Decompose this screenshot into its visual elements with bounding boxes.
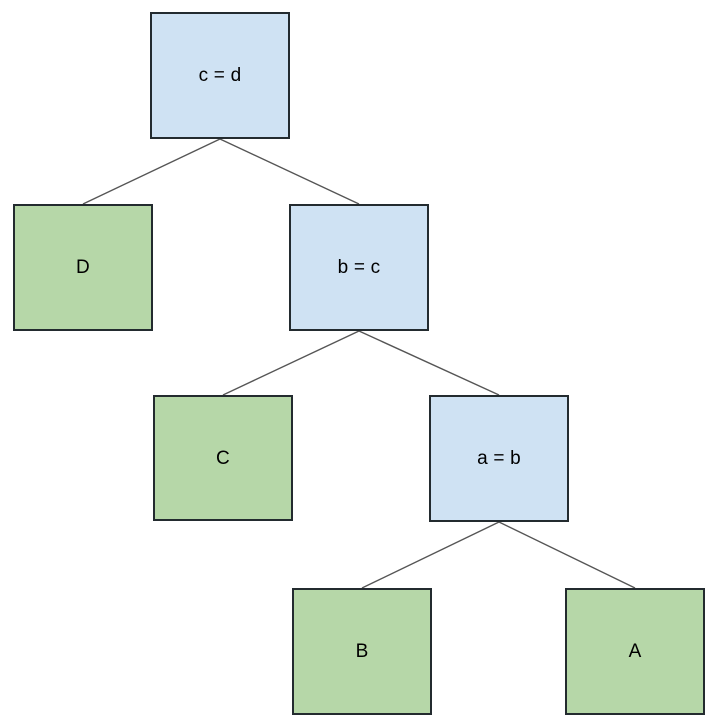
tree-node-c[interactable]: C — [153, 395, 293, 521]
tree-edge — [82, 138, 221, 205]
tree-node-label: c = d — [198, 65, 242, 86]
tree-node-d[interactable]: D — [13, 204, 153, 331]
tree-node-c-eq-d[interactable]: c = d — [150, 12, 290, 139]
tree-node-label: a = b — [477, 448, 521, 469]
tree-edge — [361, 521, 500, 589]
tree-node-label: b = c — [337, 257, 381, 278]
tree-edge — [222, 330, 360, 396]
tree-node-label: C — [216, 447, 230, 469]
tree-node-a-eq-b[interactable]: a = b — [429, 395, 569, 522]
tree-edge — [358, 330, 500, 396]
tree-node-label: A — [628, 641, 642, 662]
tree-node-a[interactable]: A — [565, 588, 705, 715]
tree-node-b[interactable]: B — [292, 588, 432, 715]
tree-edge — [498, 521, 636, 589]
tree-node-b-eq-c[interactable]: b = c — [289, 204, 429, 331]
tree-node-label: D — [76, 257, 90, 278]
tree-edge — [219, 138, 360, 205]
tree-node-label: B — [355, 641, 369, 662]
